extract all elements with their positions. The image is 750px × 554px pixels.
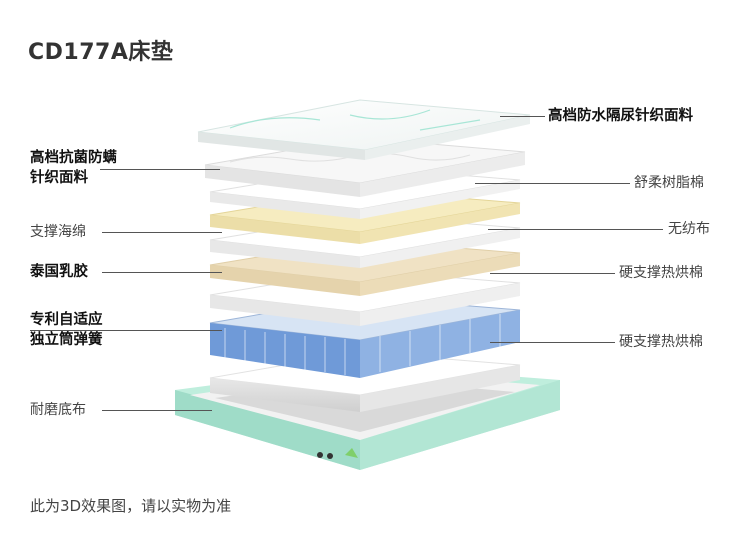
leader-line bbox=[102, 272, 222, 273]
label-hard-cotton-1: 硬支撑热烘棉 bbox=[619, 265, 703, 281]
top-fabric-layer bbox=[197, 99, 531, 160]
leader-line bbox=[490, 342, 615, 343]
label-pocket-spring: 专利自适应 独立筒弹簧 bbox=[30, 312, 103, 348]
product-title: CD177A床垫 bbox=[28, 40, 174, 65]
leader-line bbox=[500, 116, 545, 117]
label-waterproof-fabric: 高档防水隔尿针织面料 bbox=[548, 108, 693, 124]
leader-line bbox=[490, 273, 615, 274]
disclaimer-note: 此为3D效果图，请以实物为准 bbox=[30, 497, 232, 515]
leader-line bbox=[488, 229, 663, 230]
label-hard-cotton-2: 硬支撑热烘棉 bbox=[619, 334, 703, 350]
leader-line bbox=[30, 330, 222, 331]
leader-line bbox=[102, 232, 222, 233]
label-resin-cotton: 舒柔树脂棉 bbox=[634, 175, 704, 191]
label-non-woven: 无纺布 bbox=[668, 221, 710, 237]
label-antibacterial-fabric: 高档抗菌防螨 针织面料 bbox=[30, 150, 117, 186]
leader-line bbox=[102, 410, 212, 411]
leader-line bbox=[100, 169, 220, 170]
label-thai-latex: 泰国乳胶 bbox=[30, 264, 88, 280]
label-bottom-cloth: 耐磨底布 bbox=[30, 402, 86, 418]
leader-line bbox=[475, 183, 630, 184]
label-support-foam: 支撑海绵 bbox=[30, 224, 86, 240]
